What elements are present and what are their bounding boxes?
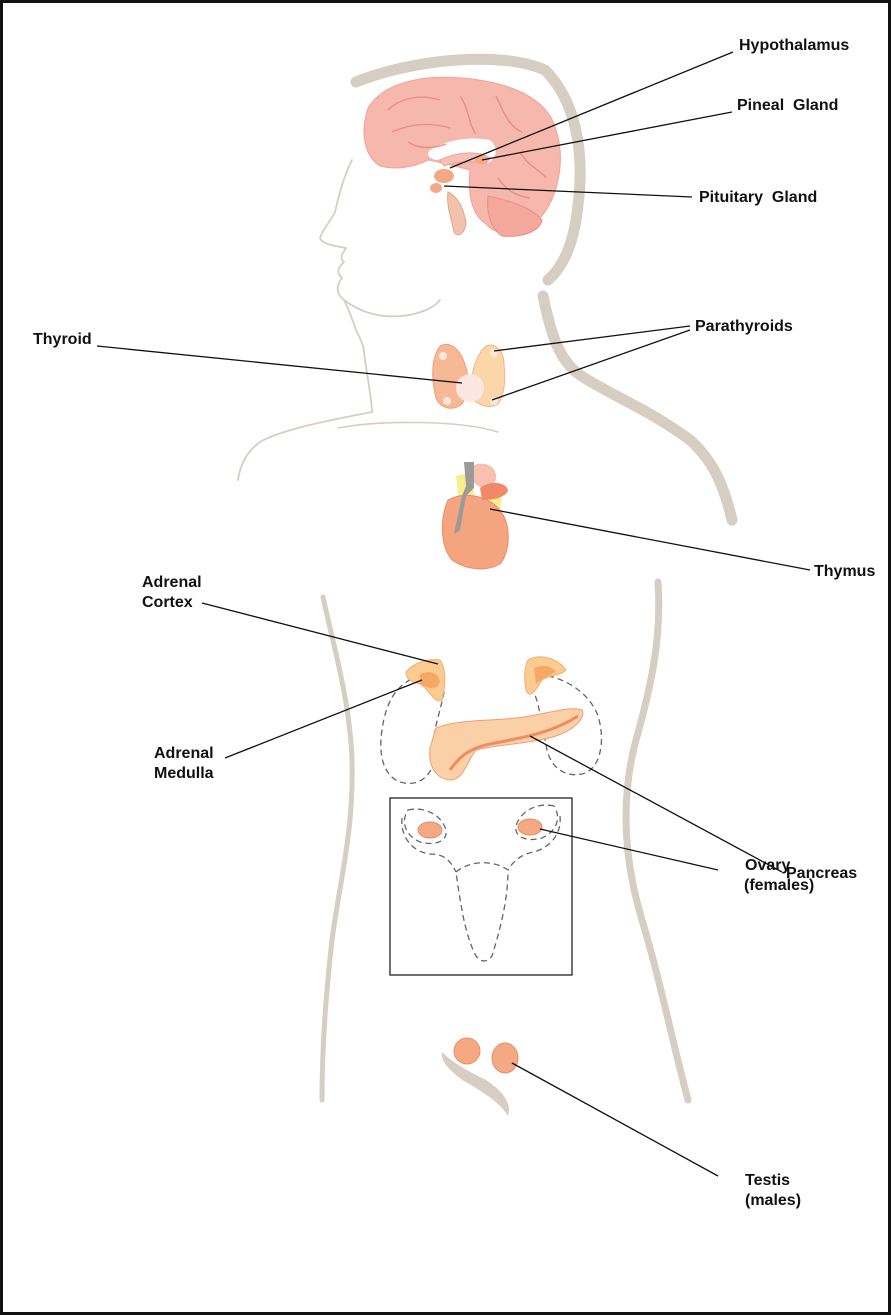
testis-left — [454, 1038, 480, 1064]
label-adrenal-cortex-line1: Adrenal — [142, 574, 202, 591]
leader-testis — [512, 1063, 718, 1176]
label-ovary-line2: (females) — [744, 877, 814, 894]
leader-adrenal-medulla — [225, 680, 422, 758]
pancreas-organ — [430, 709, 583, 780]
label-hypothalamus: Hypothalamus — [739, 37, 849, 54]
ovary-right — [518, 819, 542, 835]
testes — [442, 1038, 518, 1116]
label-adrenal-cortex-line2: Cortex — [142, 594, 193, 611]
ovary-inset — [390, 798, 572, 975]
leader-parathyroid-upper — [494, 326, 690, 351]
label-pineal-gland: Pineal Gland — [737, 97, 838, 114]
adrenal-glands — [406, 657, 566, 701]
leader-thyroid — [97, 346, 462, 383]
pituitary-gland — [430, 183, 442, 193]
testis-right — [492, 1043, 518, 1073]
ovary-left — [418, 822, 442, 838]
leader-adrenal-cortex — [202, 603, 438, 664]
label-testis-line1: Testis — [745, 1172, 790, 1189]
label-ovary-line1: Ovary — [745, 857, 790, 874]
label-parathyroids: Parathyroids — [695, 318, 793, 335]
hypothalamus-gland — [434, 169, 454, 183]
label-adrenal-medulla-line1: Adrenal — [154, 745, 214, 762]
heart-thymus — [442, 462, 508, 569]
label-thymus: Thymus — [814, 563, 875, 580]
inset-box — [390, 798, 572, 975]
label-adrenal-medulla-line2: Medulla — [154, 765, 214, 782]
label-testis-line2: (males) — [745, 1192, 801, 1209]
parathyroid-left-upper — [439, 352, 447, 360]
label-pituitary-gland: Pituitary Gland — [699, 189, 817, 206]
label-thyroid: Thyroid — [33, 331, 92, 348]
leader-parathyroid-lower — [492, 330, 690, 400]
parathyroid-left-lower — [443, 397, 451, 405]
brain — [364, 77, 560, 236]
leader-thymus — [490, 509, 810, 570]
